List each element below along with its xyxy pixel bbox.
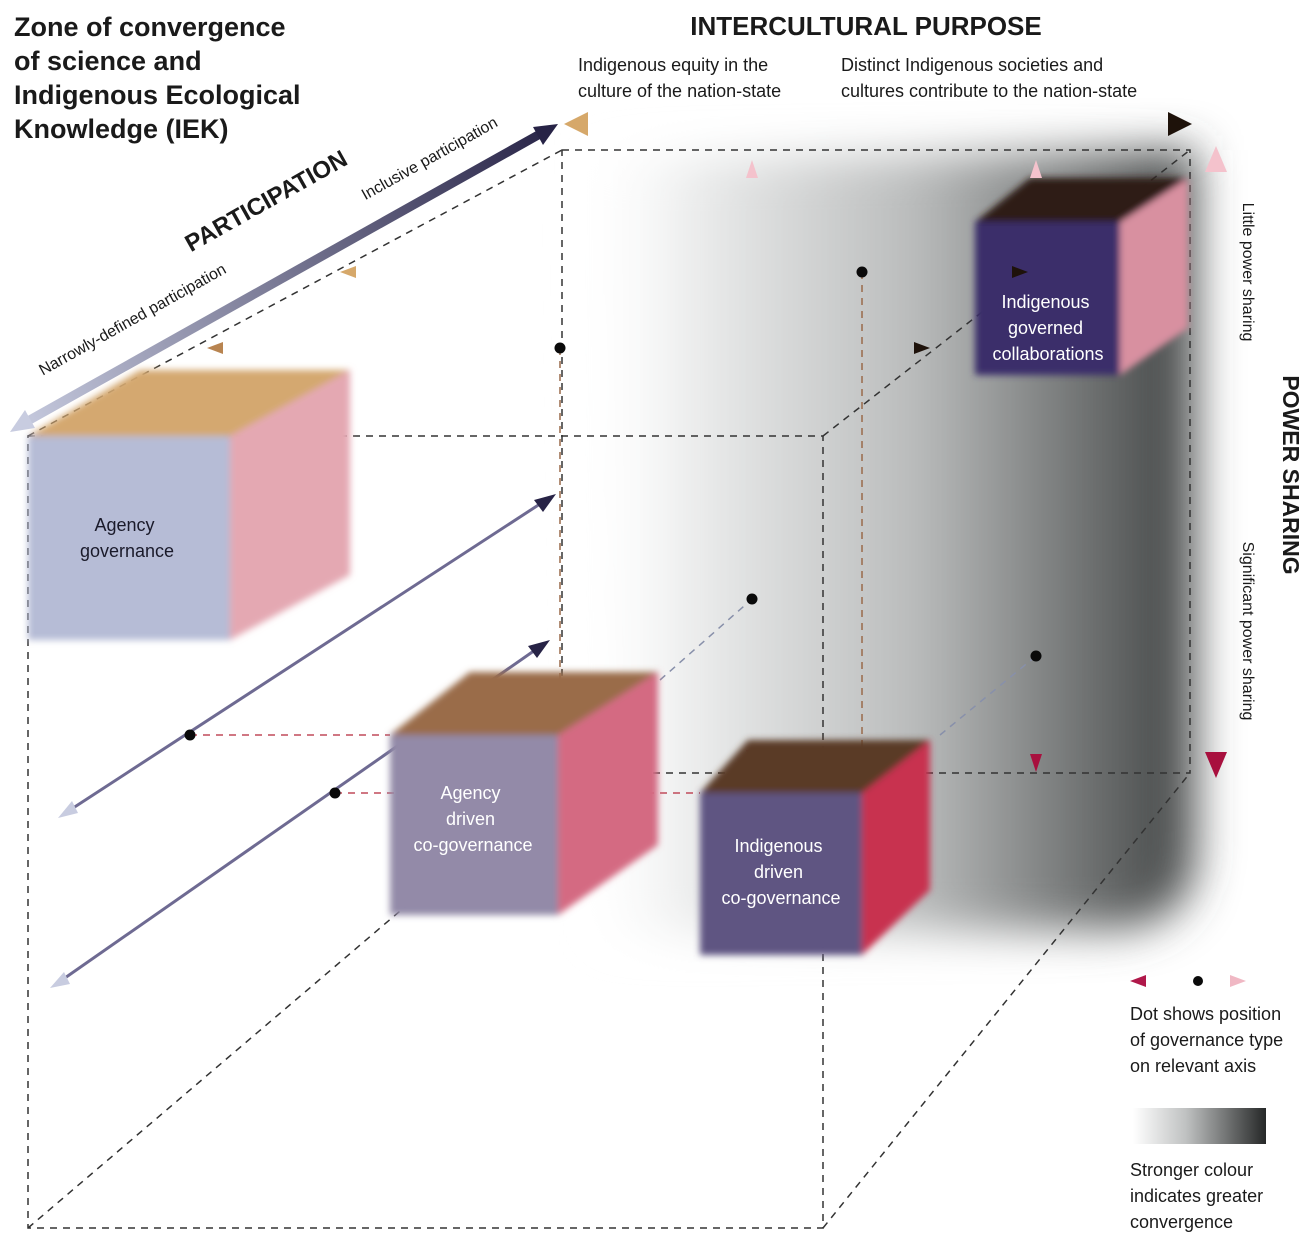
- power-sharing-title: POWER SHARING: [1278, 375, 1304, 574]
- position-dot: [184, 729, 196, 741]
- participation-title: PARTICIPATION: [181, 145, 352, 257]
- box-agency-driven-co-governance: [390, 672, 658, 915]
- legend-gradient-swatch: [1133, 1108, 1266, 1144]
- indigenous-driven-label: Indigenous driven co-governance: [721, 836, 840, 908]
- legend: Dot shows position of governance type on…: [1130, 975, 1288, 1232]
- position-dot: [856, 266, 868, 278]
- intercultural-left-label: Indigenous equity in the culture of the …: [578, 55, 781, 101]
- box-agency-governance: [28, 370, 350, 640]
- box-indigenous-driven-co-governance: [700, 740, 930, 955]
- agency-driven-label: Agency driven co-governance: [413, 783, 532, 855]
- position-dot: [554, 342, 566, 354]
- participation-arrow-upper: [58, 494, 556, 818]
- intercultural-purpose-title: INTERCULTURAL PURPOSE: [690, 11, 1042, 41]
- legend-dot-arrow-icon: [1130, 975, 1246, 987]
- position-dot: [746, 593, 758, 605]
- participation-axis: [10, 124, 558, 432]
- zone-title: Zone of convergence of science and Indig…: [14, 12, 308, 144]
- indigenous-governed-label: Indigenous governed collaborations: [992, 292, 1103, 364]
- position-dots: [184, 266, 1042, 799]
- power-little-label: Little power sharing: [1239, 203, 1256, 342]
- position-dot: [329, 787, 341, 799]
- participation-inclusive-label: Inclusive participation: [359, 114, 501, 204]
- legend-dot-text: Dot shows position of governance type on…: [1130, 1004, 1288, 1076]
- purpose-arrow-lower: [207, 342, 930, 354]
- agency-governance-label: Agency governance: [80, 515, 174, 561]
- power-significant-label: Significant power sharing: [1239, 542, 1256, 721]
- intercultural-purpose-axis: [564, 112, 1192, 136]
- position-dot: [1030, 650, 1042, 662]
- legend-gradient-text: Stronger colour indicates greater conver…: [1130, 1160, 1268, 1232]
- power-sharing-axis: [1205, 146, 1227, 778]
- box-indigenous-governed-collaborations: [975, 178, 1188, 375]
- intercultural-right-label: Distinct Indigenous societies and cultur…: [841, 55, 1137, 101]
- purpose-arrow-upper: [340, 266, 1028, 278]
